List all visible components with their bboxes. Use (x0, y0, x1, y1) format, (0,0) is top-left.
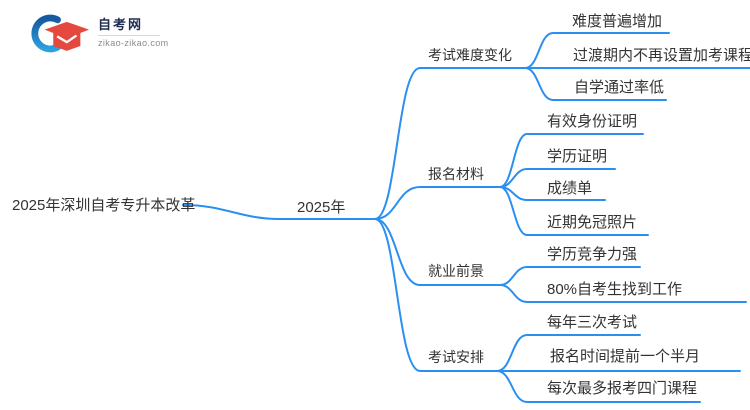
logo-domain: zikao-zikao.com (98, 38, 169, 48)
logo: 自考网 zikao-zikao.com (31, 10, 169, 55)
leaf-registration-timing: 报名时间提前一个半月 (550, 348, 701, 365)
leaf-three-exams-per-year: 每年三次考试 (547, 314, 638, 331)
logo-title: 自考网 (98, 17, 144, 32)
leaf-id-proof: 有效身份证明 (547, 113, 638, 130)
leaf-low-pass-rate: 自学通过率低 (574, 79, 665, 96)
logo-divider (98, 35, 160, 36)
leaf-max-four-courses: 每次最多报考四门课程 (547, 380, 698, 397)
leaf-competitive-degree: 学历竞争力强 (547, 246, 638, 263)
node-year-2025: 2025年 (297, 199, 346, 216)
branch-registration-materials: 报名材料 (428, 166, 484, 182)
logo-text: 自考网 zikao-zikao.com (98, 17, 169, 48)
leaf-difficulty-increase: 难度普遍增加 (572, 13, 663, 30)
leaf-education-proof: 学历证明 (547, 148, 608, 165)
leaf-recent-photo: 近期免冠照片 (547, 214, 638, 231)
branch-exam-schedule: 考试安排 (428, 349, 484, 365)
leaf-employment-rate: 80%自考生找到工作 (547, 281, 683, 298)
zikao-logo-icon (31, 14, 90, 53)
leaf-transcript: 成绩单 (547, 180, 593, 197)
branch-employment-prospects: 就业前景 (428, 263, 484, 279)
branch-exam-difficulty: 考试难度变化 (428, 47, 512, 63)
leaf-no-extra-courses: 过渡期内不再设置加考课程 (573, 47, 750, 64)
node-root: 2025年深圳自考专升本改革 (12, 197, 196, 214)
